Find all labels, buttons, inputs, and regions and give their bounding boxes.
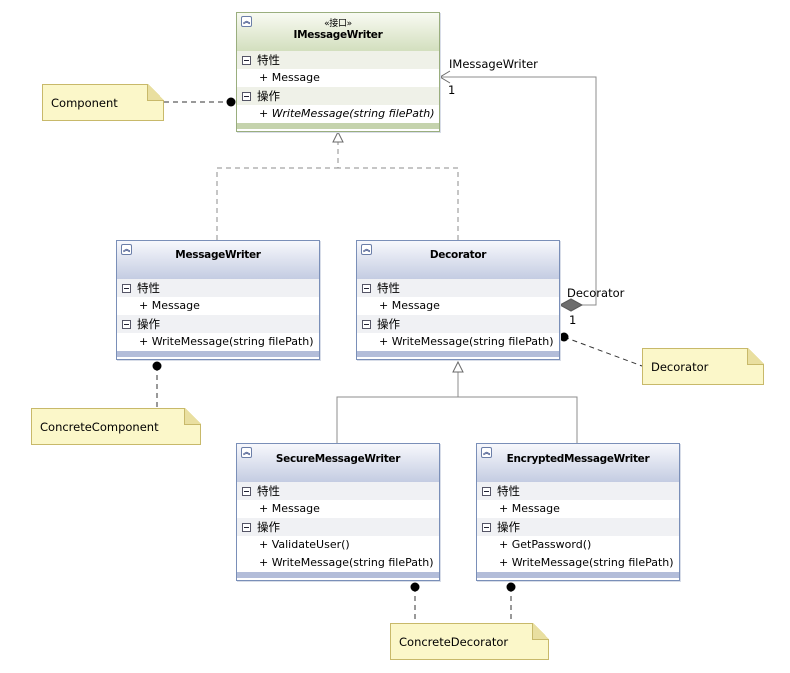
minus-box-icon[interactable] (122, 320, 131, 329)
generalization-line-encrypted (458, 396, 578, 443)
class-name: EncryptedMessageWriter (506, 453, 650, 465)
class-name: IMessageWriter (293, 29, 383, 41)
operations-label: 操作 (257, 89, 280, 103)
class-footer (237, 123, 439, 129)
attributes-label: 特性 (377, 281, 400, 295)
realization-line-decorator (338, 167, 459, 240)
minus-box-icon[interactable] (242, 523, 251, 532)
minus-box-icon[interactable] (482, 487, 491, 496)
class-securemessagewriter[interactable]: ︽ SecureMessageWriter 特性 + Message 操作 + … (236, 443, 440, 581)
class-name: MessageWriter (175, 249, 261, 261)
operation-item[interactable]: + ValidateUser() (259, 538, 350, 551)
generalization-line-secure (336, 372, 459, 443)
class-footer (477, 572, 679, 578)
note-anchor-concrete-component (152, 361, 162, 371)
attribute-item[interactable]: + Message (139, 299, 200, 312)
note-text: ConcreteDecorator (399, 635, 509, 649)
attributes-label: 特性 (137, 281, 160, 295)
double-chevron-up-icon[interactable]: ︽ (241, 447, 252, 458)
association-role-source: Decorator (567, 286, 625, 300)
attributes-section-header[interactable]: 特性 (237, 51, 439, 69)
minus-box-icon[interactable] (242, 487, 251, 496)
class-footer (117, 351, 319, 357)
operations-label: 操作 (257, 520, 280, 534)
association-multiplicity-target: 1 (448, 83, 456, 97)
note-concrete-decorator[interactable]: ConcreteDecorator (390, 623, 549, 660)
attributes-label: 特性 (497, 484, 520, 498)
class-decorator[interactable]: ︽ Decorator 特性 + Message 操作 + WriteMessa… (356, 240, 560, 360)
realization-arrowhead (332, 130, 344, 143)
note-anchor-decorator (559, 332, 569, 342)
operations-label: 操作 (137, 317, 160, 331)
note-text: ConcreteComponent (40, 420, 159, 434)
note-text: Component (51, 96, 118, 110)
class-encryptedmessagewriter[interactable]: ︽ EncryptedMessageWriter 特性 + Message 操作… (476, 443, 680, 581)
generalization-arrowhead (452, 360, 464, 373)
operation-item[interactable]: + WriteMessage(string filePath) (379, 335, 554, 348)
operations-section-header[interactable]: 操作 (477, 518, 679, 536)
class-header: ︽ MessageWriter (117, 241, 319, 279)
note-anchor-concrete-decorator-encrypted (506, 582, 516, 592)
note-text: Decorator (651, 360, 709, 374)
minus-box-icon[interactable] (362, 320, 371, 329)
operations-section-header[interactable]: 操作 (237, 518, 439, 536)
aggregation-open-arrowhead (439, 70, 451, 84)
class-header: ︽ Decorator (357, 241, 559, 279)
note-anchor-component (226, 97, 236, 107)
minus-box-icon[interactable] (362, 284, 371, 293)
operations-section-header[interactable]: 操作 (357, 315, 559, 333)
note-link-decorator (563, 336, 643, 367)
double-chevron-up-icon[interactable]: ︽ (481, 447, 492, 458)
note-concrete-component[interactable]: ConcreteComponent (31, 408, 201, 445)
attribute-item[interactable]: + Message (259, 71, 320, 84)
minus-box-icon[interactable] (242, 92, 251, 101)
double-chevron-up-icon[interactable]: ︽ (241, 16, 252, 27)
class-footer (237, 572, 439, 578)
attributes-section-header[interactable]: 特性 (117, 279, 319, 297)
aggregation-line (440, 76, 597, 306)
operation-item[interactable]: + WriteMessage(string filePath) (499, 556, 674, 569)
operation-item[interactable]: + GetPassword() (499, 538, 592, 551)
attributes-label: 特性 (257, 53, 280, 67)
note-decorator[interactable]: Decorator (642, 348, 764, 385)
association-multiplicity-source: 1 (569, 313, 577, 327)
operations-section-header[interactable]: 操作 (237, 87, 439, 105)
class-messagewriter[interactable]: ︽ MessageWriter 特性 + Message 操作 + WriteM… (116, 240, 320, 360)
operation-item[interactable]: + WriteMessage(string filePath) (259, 556, 434, 569)
operations-label: 操作 (377, 317, 400, 331)
minus-box-icon[interactable] (482, 523, 491, 532)
aggregation-diamond (558, 298, 584, 312)
attribute-item[interactable]: + Message (499, 502, 560, 515)
attributes-section-header[interactable]: 特性 (237, 482, 439, 500)
attributes-section-header[interactable]: 特性 (477, 482, 679, 500)
class-header: ︽ «接口» IMessageWriter (237, 13, 439, 51)
attribute-item[interactable]: + Message (379, 299, 440, 312)
class-header: ︽ SecureMessageWriter (237, 444, 439, 482)
class-name: Decorator (429, 249, 487, 261)
operation-item[interactable]: + WriteMessage(string filePath) (259, 107, 435, 120)
double-chevron-up-icon[interactable]: ︽ (361, 244, 372, 255)
class-imessagewriter[interactable]: ︽ «接口» IMessageWriter 特性 + Message 操作 + … (236, 12, 440, 132)
operations-section-header[interactable]: 操作 (117, 315, 319, 333)
association-role-target: IMessageWriter (449, 57, 538, 71)
operations-label: 操作 (497, 520, 520, 534)
attributes-section-header[interactable]: 特性 (357, 279, 559, 297)
class-footer (357, 351, 559, 357)
class-name: SecureMessageWriter (275, 453, 401, 465)
operation-item[interactable]: + WriteMessage(string filePath) (139, 335, 314, 348)
double-chevron-up-icon[interactable]: ︽ (121, 244, 132, 255)
realization-line-messagewriter (216, 140, 339, 240)
minus-box-icon[interactable] (122, 284, 131, 293)
attributes-label: 特性 (257, 484, 280, 498)
attribute-item[interactable]: + Message (259, 502, 320, 515)
minus-box-icon[interactable] (242, 56, 251, 65)
class-header: ︽ EncryptedMessageWriter (477, 444, 679, 482)
note-anchor-concrete-decorator-secure (410, 582, 420, 592)
class-stereotype: «接口» (324, 19, 352, 29)
note-component[interactable]: Component (42, 84, 164, 121)
